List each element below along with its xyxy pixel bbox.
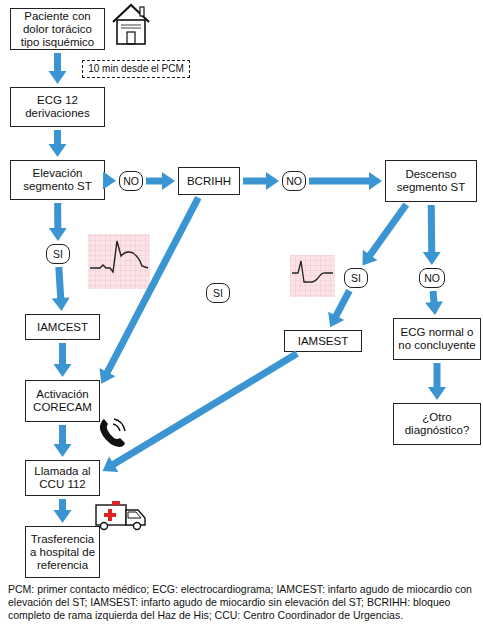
node-text: SI bbox=[213, 287, 223, 299]
flow-arrow bbox=[309, 172, 382, 190]
arrow-head bbox=[162, 172, 175, 190]
answer-pill: SI bbox=[206, 283, 230, 303]
answer-pill: NO bbox=[419, 268, 445, 288]
node-text: Descenso segmento ST bbox=[389, 168, 473, 194]
answer-pill: SI bbox=[344, 268, 368, 288]
flow-arrow bbox=[49, 203, 67, 241]
arrow-shaft bbox=[428, 205, 435, 253]
flow-arrow bbox=[243, 172, 279, 190]
abbreviation-caption: PCM: primer contacto médico; ECG: electr… bbox=[8, 583, 476, 622]
arrow-head bbox=[369, 172, 382, 190]
arrow-head bbox=[363, 250, 378, 266]
diagnosis-box: IAMCEST bbox=[25, 314, 100, 340]
flow-arrow bbox=[428, 363, 446, 400]
process-box: Llamada al CCU 112 bbox=[25, 460, 100, 496]
arrow-shaft bbox=[370, 204, 407, 255]
time-note-box: 10 min desde el PCM bbox=[82, 60, 190, 78]
arrow-head bbox=[54, 444, 72, 457]
arrow-shaft bbox=[59, 499, 66, 511]
node-text: Paciente con dolor torácico tipo isquémi… bbox=[14, 10, 101, 49]
flow-arrow bbox=[425, 291, 443, 315]
arrow-head bbox=[54, 364, 72, 377]
ecg-st-elevation-strip bbox=[88, 234, 150, 289]
flow-arrow bbox=[423, 205, 441, 265]
node-text: NO bbox=[424, 272, 440, 284]
node-text: NO bbox=[123, 175, 139, 187]
arrow-shaft bbox=[59, 267, 61, 299]
node-text: SI bbox=[53, 248, 63, 260]
decision-box: Elevación segmento ST bbox=[10, 160, 105, 200]
node-text: IAMSEST bbox=[298, 335, 348, 348]
diagnosis-box: ECG normal o no concluyente bbox=[393, 318, 481, 360]
arrow-head bbox=[52, 297, 70, 311]
arrow-head bbox=[54, 510, 72, 523]
flow-arrow bbox=[99, 198, 198, 384]
flow-arrow bbox=[363, 204, 407, 265]
arrow-shaft bbox=[59, 425, 66, 445]
arrow-head bbox=[49, 144, 67, 157]
arrow-head bbox=[328, 312, 344, 328]
flow-arrow bbox=[52, 267, 70, 311]
answer-pill: SI bbox=[46, 244, 70, 264]
arrow-head bbox=[425, 301, 443, 315]
node-text: ECG 12 derivaciones bbox=[14, 94, 101, 120]
node-text: Llamada al CCU 112 bbox=[29, 465, 96, 491]
diagnosis-box: IAMSEST bbox=[284, 330, 362, 352]
process-box: ¿Otro diagnóstico? bbox=[393, 403, 481, 445]
arrow-head bbox=[49, 228, 67, 241]
node-text: Elevación segmento ST bbox=[14, 167, 101, 193]
house-icon bbox=[113, 5, 149, 44]
arrow-shaft bbox=[113, 354, 297, 465]
flow-arrow bbox=[49, 130, 67, 157]
flow-arrow bbox=[328, 291, 349, 328]
node-text: IAMCEST bbox=[37, 321, 88, 334]
flow-arrow bbox=[49, 53, 67, 84]
arrow-shaft bbox=[146, 178, 163, 185]
arrow-shaft bbox=[54, 53, 61, 72]
node-text: ¿Otro diagnóstico? bbox=[397, 411, 477, 437]
arrow-shaft bbox=[107, 198, 198, 373]
node-text: Activación CORECAM bbox=[29, 388, 96, 414]
flow-arrow bbox=[146, 172, 175, 190]
arrow-head bbox=[428, 387, 446, 400]
arrow-shaft bbox=[336, 291, 350, 317]
answer-pill: NO bbox=[282, 171, 306, 191]
flow-arrow bbox=[54, 343, 72, 377]
ecg-st-depression-strip bbox=[290, 255, 335, 297]
arrow-shaft bbox=[54, 203, 61, 229]
node-text: 10 min desde el PCM bbox=[88, 63, 184, 75]
node-text: NO bbox=[286, 175, 302, 187]
node-text: ECG normal o no concluyente bbox=[397, 326, 477, 352]
ambulance-icon bbox=[96, 501, 145, 530]
process-box: Paciente con dolor torácico tipo isquémi… bbox=[10, 8, 105, 50]
process-box: Trasferencia a hospital de referencia bbox=[25, 526, 100, 578]
flow-arrow bbox=[103, 354, 297, 472]
node-text: BCRIHH bbox=[187, 175, 231, 188]
arrow-head bbox=[266, 172, 279, 190]
node-text: Trasferencia a hospital de referencia bbox=[29, 533, 96, 572]
process-box: ECG 12 derivaciones bbox=[10, 87, 105, 127]
arrow-shaft bbox=[309, 178, 370, 185]
flow-arrow bbox=[54, 499, 72, 523]
arrow-shaft bbox=[243, 178, 267, 185]
decision-box: BCRIHH bbox=[178, 167, 240, 195]
arrow-shaft bbox=[434, 363, 441, 388]
arrow-head bbox=[49, 71, 67, 84]
phone-icon bbox=[100, 419, 125, 447]
arrow-shaft bbox=[59, 343, 66, 365]
flow-arrow bbox=[54, 425, 72, 457]
arrow-head bbox=[423, 252, 441, 265]
decision-box: Descenso segmento ST bbox=[385, 160, 477, 202]
process-box: Activación CORECAM bbox=[25, 380, 100, 422]
arrow-shaft bbox=[430, 291, 438, 303]
arrow-head bbox=[99, 368, 115, 384]
answer-pill: NO bbox=[119, 171, 143, 191]
arrow-shaft bbox=[54, 130, 61, 145]
node-text: SI bbox=[351, 272, 361, 284]
arrow-head bbox=[103, 457, 119, 472]
